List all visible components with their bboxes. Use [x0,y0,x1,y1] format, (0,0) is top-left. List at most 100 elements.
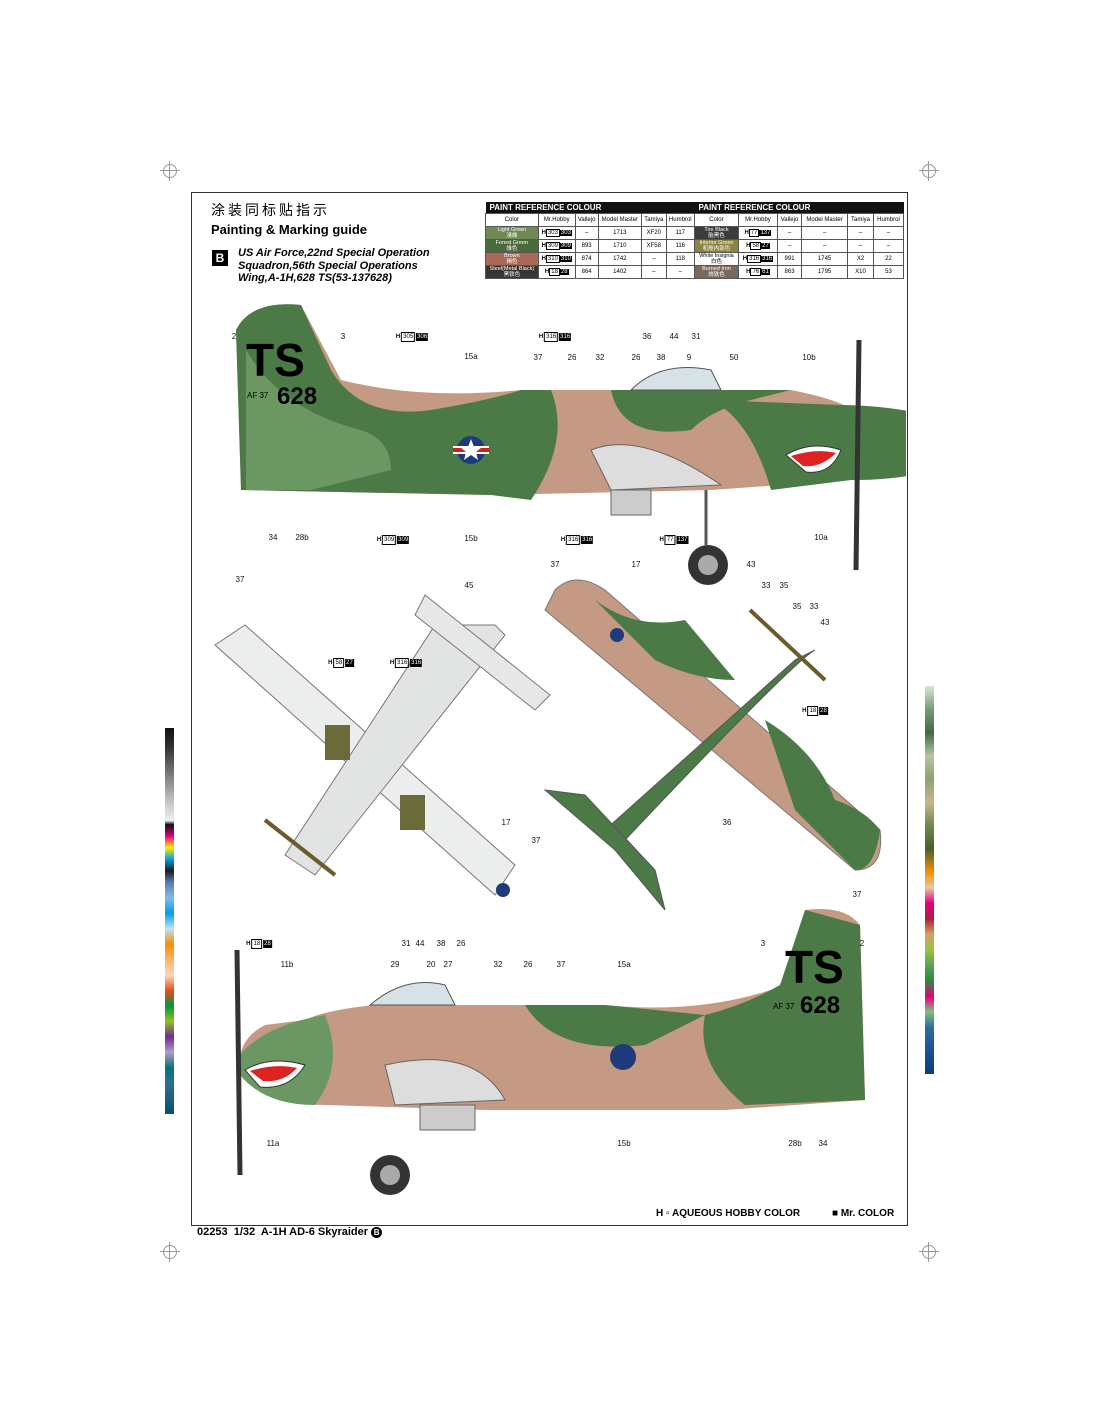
humbrol-cell: 116 [665,239,695,253]
part-callout: 34 [268,533,278,542]
part-callout: 37 [533,353,543,362]
national-insignia [610,628,624,642]
aircraft-marking: AF 37 [773,1002,795,1011]
mm-cell: – [801,239,849,253]
color-name: Steel(Metal Black) [489,266,535,272]
part-callout: 3 [760,939,766,948]
propeller [853,339,862,571]
humbrol-cell: – [665,265,695,279]
registration-mark [160,161,180,181]
aircraft-top-view [543,579,882,911]
tamiya-cell: – [641,265,667,279]
color-calibration-bar [165,728,174,1114]
legend-aqueous-label: AQUEOUS HOBBY COLOR [671,1208,801,1219]
mm-cell: – [801,226,849,240]
wheel-well [325,725,350,760]
tamiya-cell: – [847,226,874,240]
part-callout: 45 [464,581,474,590]
color-name: Brown [504,253,520,259]
mr-code: 310 [559,256,572,262]
color-name: Burned Iron [702,266,731,272]
aircraft-marking: TS [785,941,844,993]
column-header: Model Master [597,213,643,227]
wheel-well [400,795,425,830]
h-code: 58 [750,242,762,250]
footer-badge: B [371,1227,383,1238]
part-callout: 43 [746,560,756,569]
part-callout: 43 [820,618,830,627]
color-name-cn: 綠色 [506,246,518,252]
h-code: 303 [545,229,560,237]
mr-code: 28 [263,940,272,948]
color-name-cn: 机舱内部色 [702,246,731,252]
vallejo-cell: 863 [776,265,803,279]
mm-cell: 1710 [597,239,643,253]
aircraft-marking: TS [246,334,305,386]
mr-code: 316 [559,333,572,341]
page-frame [191,192,908,1226]
part-callout: 33 [809,602,819,611]
mr-code: 316 [410,659,423,667]
column-header: Humbrol [665,213,695,227]
aircraft-marking: AF 37 [247,391,269,400]
part-callout: 34 [818,1139,828,1148]
part-callout: 17 [501,818,511,827]
camo-light-green [246,350,391,490]
part-callout: 36 [722,818,732,827]
part-callout: 32 [595,353,605,362]
mr-code: 309 [559,243,572,249]
aircraft-marking: 628 [800,992,840,1019]
part-callout: 10b [802,353,816,362]
mr-code: 306 [416,333,429,341]
part-callout: 32 [493,960,503,969]
column-header: Color [485,213,539,227]
mr-code: 28 [819,707,828,715]
part-callout: 11b [280,960,294,969]
column-header: Model Master [801,213,849,227]
color-name-cn: 烧铁色 [708,272,725,278]
mr-code: 316 [581,536,594,544]
part-callout: 37 [531,836,541,845]
part-callout: 36 [642,332,652,341]
tamiya-cell: XF58 [641,239,667,253]
color-name: Forest Green [495,240,529,246]
mr-code: 27 [761,243,770,249]
mr-code: 28 [559,269,569,275]
national-insignia [496,883,510,897]
part-callout: 28b [788,1139,802,1148]
mr-code: 27 [345,659,354,667]
part-callout: 31 [401,939,411,948]
part-callout: 17 [631,560,641,569]
aircraft-left-profile: TS AF 37 628 [236,304,906,585]
scheme-badge: B [212,250,228,266]
aircraft-marking: 628 [277,383,317,410]
part-callout: 15a [464,352,478,361]
part-callout: 15a [617,960,631,969]
tamiya-cell: XF20 [641,226,667,240]
part-callout: 33 [761,581,771,590]
tailplane [543,789,666,911]
vallejo-cell: 874 [574,252,599,266]
tailplane [414,594,551,711]
part-callout: 26 [523,960,533,969]
humbrol-cell: 22 [872,252,905,266]
footer-scale: 1/32 [233,1226,256,1238]
vallejo-cell: 864 [574,265,599,279]
